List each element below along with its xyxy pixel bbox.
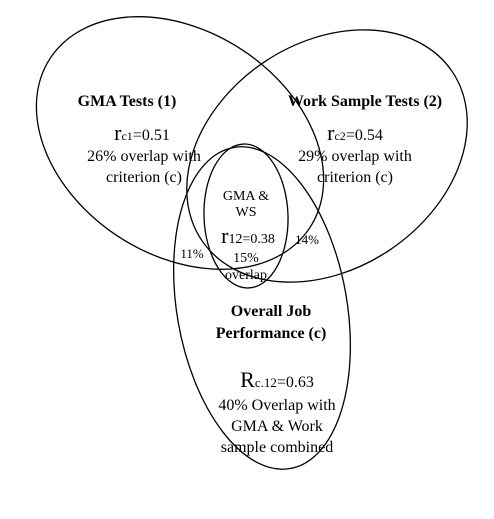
- right-region-percent: 14%: [295, 232, 319, 247]
- performance-correlation: Rc.12=0.63: [240, 367, 314, 392]
- performance-overlap-line1: 40% Overlap with: [218, 397, 335, 414]
- intersection-label-line1: GMA &: [223, 189, 269, 204]
- gma-overlap-line2: criterion (c): [106, 169, 182, 186]
- intersection-overlap-line1: 15%: [233, 251, 259, 266]
- performance-title-line1: Overall Job: [231, 303, 312, 320]
- performance-overlap-line2: GMA & Work: [231, 418, 323, 435]
- performance-title-line2: Performance (c): [216, 325, 327, 342]
- intersection-correlation: r12=0.38: [221, 223, 275, 248]
- work-sample-overlap-line2: criterion (c): [317, 169, 393, 186]
- job-performance-ellipse: [172, 146, 352, 470]
- work-sample-overlap-line1: 29% overlap with: [298, 148, 412, 165]
- work-sample-tests-ellipse: [186, 29, 468, 283]
- gma-ws-overlap-ellipse: [203, 143, 289, 289]
- work-sample-correlation: rc2=0.54: [327, 120, 383, 145]
- intersection-label-line2: WS: [236, 205, 257, 220]
- gma-correlation: rc1=0.51: [114, 120, 170, 145]
- gma-tests-ellipse: [35, 16, 325, 270]
- performance-overlap-line3: sample combined: [221, 439, 333, 456]
- left-region-percent: 11%: [180, 246, 204, 261]
- gma-tests-title: GMA Tests (1): [78, 93, 177, 110]
- intersection-overlap-line2: overlap: [225, 268, 267, 283]
- work-sample-tests-title: Work Sample Tests (2): [288, 93, 442, 110]
- gma-overlap-line1: 26% overlap with: [87, 148, 201, 165]
